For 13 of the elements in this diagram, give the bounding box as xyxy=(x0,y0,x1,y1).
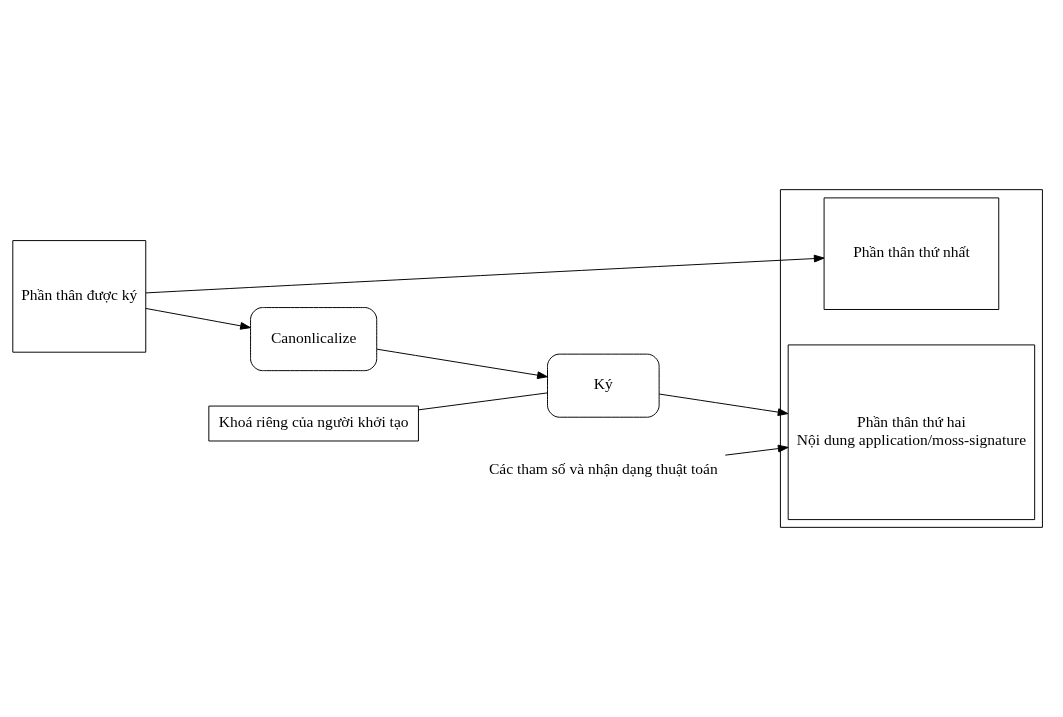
connector xyxy=(418,392,548,411)
node-box: Canonlicalize xyxy=(250,307,378,372)
arrow xyxy=(145,254,825,294)
node-text: Các tham số và nhận dạng thuật toán xyxy=(488,459,718,477)
node-box: Phần thân thứ hai Nội dung application/moss-signature xyxy=(787,344,1036,521)
node-box: Khoá riêng của người khởi tạo xyxy=(208,405,419,442)
node-box: Phần thân được ký xyxy=(12,240,147,353)
arrow xyxy=(376,348,548,380)
node-box: Phần thân thứ nhất xyxy=(823,197,1000,310)
node-box: Ký xyxy=(547,353,660,418)
arrow xyxy=(145,307,251,330)
arrow xyxy=(658,393,789,416)
arrow xyxy=(724,444,789,456)
